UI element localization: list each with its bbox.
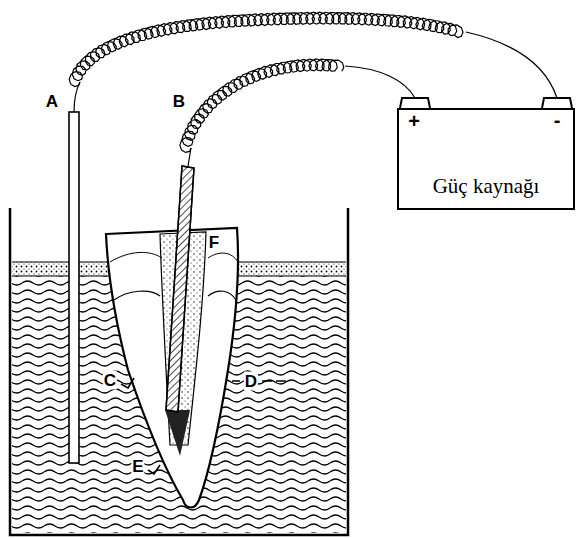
terminal-sign: -: [553, 109, 562, 131]
part-label: C: [103, 371, 117, 390]
terminal: [542, 98, 572, 108]
part-label: D: [244, 372, 258, 391]
node-text: Güç kaynağı: [433, 174, 540, 198]
callout-mark: [148, 465, 160, 474]
part-label: E: [131, 457, 144, 476]
part-label: F: [208, 233, 220, 252]
electrode-label: A: [45, 92, 59, 111]
terminal: [400, 98, 430, 108]
coiled-wire: [180, 59, 344, 152]
electrode-label: B: [172, 92, 186, 111]
electrode-a: [69, 112, 79, 463]
lead-wire: [466, 32, 557, 98]
power-supply-box: Güç kaynağı: [397, 108, 575, 210]
callout-mark: [121, 378, 134, 388]
terminal-sign: +: [407, 110, 421, 132]
lead-wire: [345, 66, 415, 98]
electrode-b: [166, 166, 194, 412]
leader-line: [232, 380, 286, 381]
canal-apex: [165, 410, 190, 456]
